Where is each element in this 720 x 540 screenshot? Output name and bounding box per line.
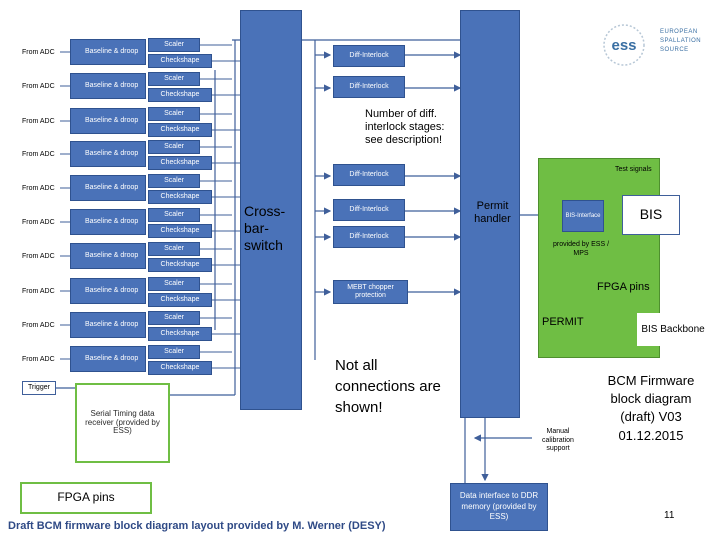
scaler-9: Scaler bbox=[148, 311, 200, 325]
fpga-pins-left: FPGA pins bbox=[20, 482, 152, 514]
checkshape-7: Checkshape bbox=[148, 258, 212, 272]
baseline-droop-9: Baseline & droop bbox=[70, 312, 146, 338]
scaler-10: Scaler bbox=[148, 345, 200, 359]
checkshape-1: Checkshape bbox=[148, 54, 212, 68]
baseline-droop-5: Baseline & droop bbox=[70, 175, 146, 201]
checkshape-6: Checkshape bbox=[148, 224, 212, 238]
svg-text:ess: ess bbox=[611, 37, 636, 54]
checkshape-5: Checkshape bbox=[148, 190, 212, 204]
trigger-label: Trigger bbox=[28, 384, 50, 392]
serial-timing-receiver: Serial Timing data receiver (provided by… bbox=[75, 383, 170, 463]
diff-interlock-3: Diff-Interlock bbox=[333, 164, 405, 186]
baseline-droop-1: Baseline & droop bbox=[70, 39, 146, 65]
footer-caption: Draft BCM firmware block diagram layout … bbox=[8, 520, 386, 532]
permit-handler-label: Permit handler bbox=[474, 200, 511, 226]
right-bus bbox=[460, 10, 520, 418]
crossbar-switch bbox=[240, 10, 302, 410]
page-number: 11 bbox=[664, 510, 675, 521]
provided-by-ess-mps: provided by ESS / MPS bbox=[552, 241, 610, 258]
data-interface-ddr: Data interface to DDR memory (provided b… bbox=[450, 483, 548, 531]
checkshape-3: Checkshape bbox=[148, 123, 212, 137]
bis-backbone: BIS Backbone bbox=[637, 313, 709, 346]
fpga-pins-left-label: FPGA pins bbox=[57, 490, 115, 505]
scaler-1: Scaler bbox=[148, 38, 200, 52]
bis-box: BIS bbox=[622, 195, 680, 235]
adc-input-label-3: From ADC bbox=[22, 118, 55, 125]
checkshape-8: Checkshape bbox=[148, 293, 212, 307]
trigger-box: Trigger bbox=[22, 381, 56, 395]
diff-interlock-note: Number of diff. interlock stages: see de… bbox=[365, 108, 445, 147]
checkshape-2: Checkshape bbox=[148, 88, 212, 102]
adc-input-label-9: From ADC bbox=[22, 322, 55, 329]
baseline-droop-6: Baseline & droop bbox=[70, 209, 146, 235]
baseline-droop-3: Baseline & droop bbox=[70, 108, 146, 134]
baseline-droop-7: Baseline & droop bbox=[70, 243, 146, 269]
adc-input-label-7: From ADC bbox=[22, 253, 55, 260]
baseline-droop-4: Baseline & droop bbox=[70, 141, 146, 167]
adc-input-label-1: From ADC bbox=[22, 49, 55, 56]
scaler-8: Scaler bbox=[148, 277, 200, 291]
bcm-firmware-title: BCM Firmware block diagram (draft) V03 0… bbox=[607, 373, 695, 443]
diff-interlock-5: Diff-Interlock bbox=[333, 226, 405, 248]
diff-interlock-1: Diff-Interlock bbox=[333, 45, 405, 67]
scaler-5: Scaler bbox=[148, 174, 200, 188]
adc-input-label-2: From ADC bbox=[22, 83, 55, 90]
adc-input-label-6: From ADC bbox=[22, 219, 55, 226]
diff-interlock-2: Diff-Interlock bbox=[333, 76, 405, 98]
ess-logo: ess EUROPEAN SPALLATION SOURCE bbox=[596, 20, 716, 70]
adc-input-label-4: From ADC bbox=[22, 151, 55, 158]
baseline-droop-10: Baseline & droop bbox=[70, 346, 146, 372]
scaler-3: Scaler bbox=[148, 107, 200, 121]
mebt-chopper-protection: MEBT chopper protection bbox=[333, 280, 408, 304]
serial-timing-label: Serial Timing data receiver (provided by… bbox=[85, 408, 160, 436]
adc-input-label-10: From ADC bbox=[22, 356, 55, 363]
fpga-pins-right-label: FPGA pins bbox=[597, 281, 650, 293]
scaler-2: Scaler bbox=[148, 72, 200, 86]
adc-input-label-8: From ADC bbox=[22, 288, 55, 295]
checkshape-10: Checkshape bbox=[148, 361, 212, 375]
crossbar-switch-label: Cross-bar-switch bbox=[244, 203, 286, 253]
checkshape-4: Checkshape bbox=[148, 156, 212, 170]
ess-logo-mark: ess bbox=[603, 24, 645, 66]
permit-label: PERMIT bbox=[542, 316, 584, 328]
adc-input-label-5: From ADC bbox=[22, 185, 55, 192]
bis-interface: BIS-Interface bbox=[562, 200, 604, 232]
diff-interlock-4: Diff-Interlock bbox=[333, 199, 405, 221]
ess-logo-text: EUROPEAN SPALLATION SOURCE bbox=[660, 29, 702, 53]
scaler-6: Scaler bbox=[148, 208, 200, 222]
not-all-connections-note: Not all connections are shown! bbox=[335, 357, 441, 416]
test-signals-label: Test signals bbox=[615, 166, 652, 173]
manual-calibration-support: Manual calibration support bbox=[532, 420, 584, 462]
checkshape-9: Checkshape bbox=[148, 327, 212, 341]
baseline-droop-2: Baseline & droop bbox=[70, 73, 146, 99]
baseline-droop-8: Baseline & droop bbox=[70, 278, 146, 304]
scaler-4: Scaler bbox=[148, 140, 200, 154]
scaler-7: Scaler bbox=[148, 242, 200, 256]
